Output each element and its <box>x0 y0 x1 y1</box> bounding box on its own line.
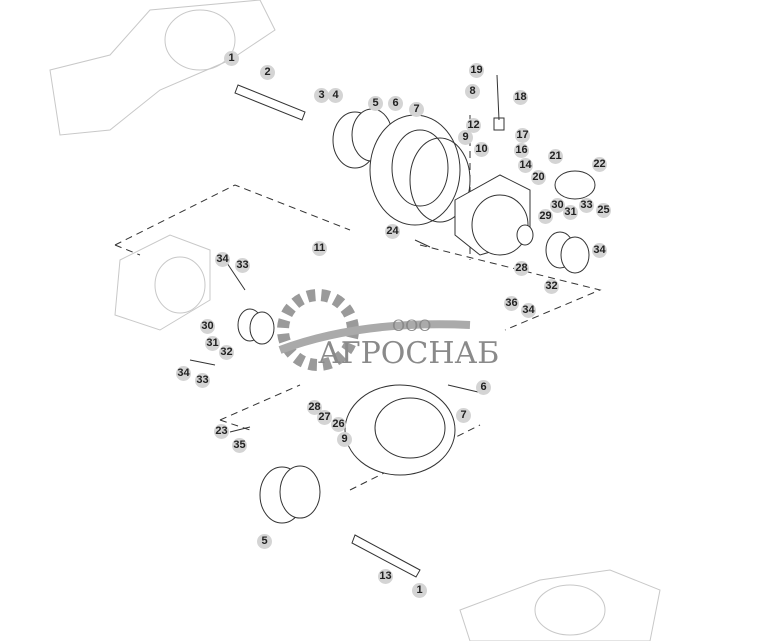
callout-7[interactable]: 7 <box>456 408 471 423</box>
callout-33[interactable]: 33 <box>235 258 250 273</box>
callout-26[interactable]: 26 <box>331 417 346 432</box>
callout-36[interactable]: 36 <box>504 296 519 311</box>
callout-16[interactable]: 16 <box>514 143 529 158</box>
callout-29[interactable]: 29 <box>538 209 553 224</box>
callout-2[interactable]: 2 <box>260 65 275 80</box>
callout-11[interactable]: 11 <box>312 241 327 256</box>
callout-5[interactable]: 5 <box>257 534 272 549</box>
callout-8[interactable]: 8 <box>465 84 480 99</box>
callout-30[interactable]: 30 <box>200 319 215 334</box>
callout-34[interactable]: 34 <box>176 366 191 381</box>
axle-housing-ghost <box>49 0 661 641</box>
callout-1[interactable]: 1 <box>224 51 239 66</box>
callout-3[interactable]: 3 <box>314 88 329 103</box>
callout-14[interactable]: 14 <box>518 158 533 173</box>
watermark-logo <box>277 289 471 371</box>
callout-34[interactable]: 34 <box>215 252 230 267</box>
callout-17[interactable]: 17 <box>515 128 530 143</box>
callout-4[interactable]: 4 <box>328 88 343 103</box>
callout-1[interactable]: 1 <box>412 583 427 598</box>
callout-25[interactable]: 25 <box>596 203 611 218</box>
callout-18[interactable]: 18 <box>513 90 528 105</box>
callout-9[interactable]: 9 <box>337 432 352 447</box>
callout-20[interactable]: 20 <box>531 170 546 185</box>
callout-13[interactable]: 13 <box>378 569 393 584</box>
watermark-ooo: ООО <box>392 316 432 335</box>
callout-34[interactable]: 34 <box>592 243 607 258</box>
callout-32[interactable]: 32 <box>219 345 234 360</box>
callout-21[interactable]: 21 <box>548 149 563 164</box>
callout-30[interactable]: 30 <box>550 198 565 213</box>
callout-32[interactable]: 32 <box>544 279 559 294</box>
callout-19[interactable]: 19 <box>469 63 484 78</box>
watermark-brand: АГРОСНАБ <box>318 336 500 371</box>
callout-24[interactable]: 24 <box>385 224 400 239</box>
callout-31[interactable]: 31 <box>205 336 220 351</box>
callout-5[interactable]: 5 <box>368 96 383 111</box>
callout-27[interactable]: 27 <box>317 410 332 425</box>
callout-28[interactable]: 28 <box>514 261 529 276</box>
callout-6[interactable]: 6 <box>388 96 403 111</box>
callout-10[interactable]: 10 <box>474 142 489 157</box>
callout-31[interactable]: 31 <box>563 205 578 220</box>
callout-33[interactable]: 33 <box>579 198 594 213</box>
callout-23[interactable]: 23 <box>214 424 229 439</box>
callout-34[interactable]: 34 <box>521 303 536 318</box>
callout-9[interactable]: 9 <box>458 130 473 145</box>
shaft-2 <box>234 84 306 121</box>
motor-21 <box>554 170 596 200</box>
callout-7[interactable]: 7 <box>409 102 424 117</box>
breather-19 <box>493 74 505 131</box>
parts <box>189 74 596 578</box>
callout-22[interactable]: 22 <box>592 157 607 172</box>
callout-6[interactable]: 6 <box>476 380 491 395</box>
callout-33[interactable]: 33 <box>195 373 210 388</box>
callout-12[interactable]: 12 <box>466 118 481 133</box>
callout-35[interactable]: 35 <box>232 438 247 453</box>
shaft-13 <box>351 534 421 578</box>
